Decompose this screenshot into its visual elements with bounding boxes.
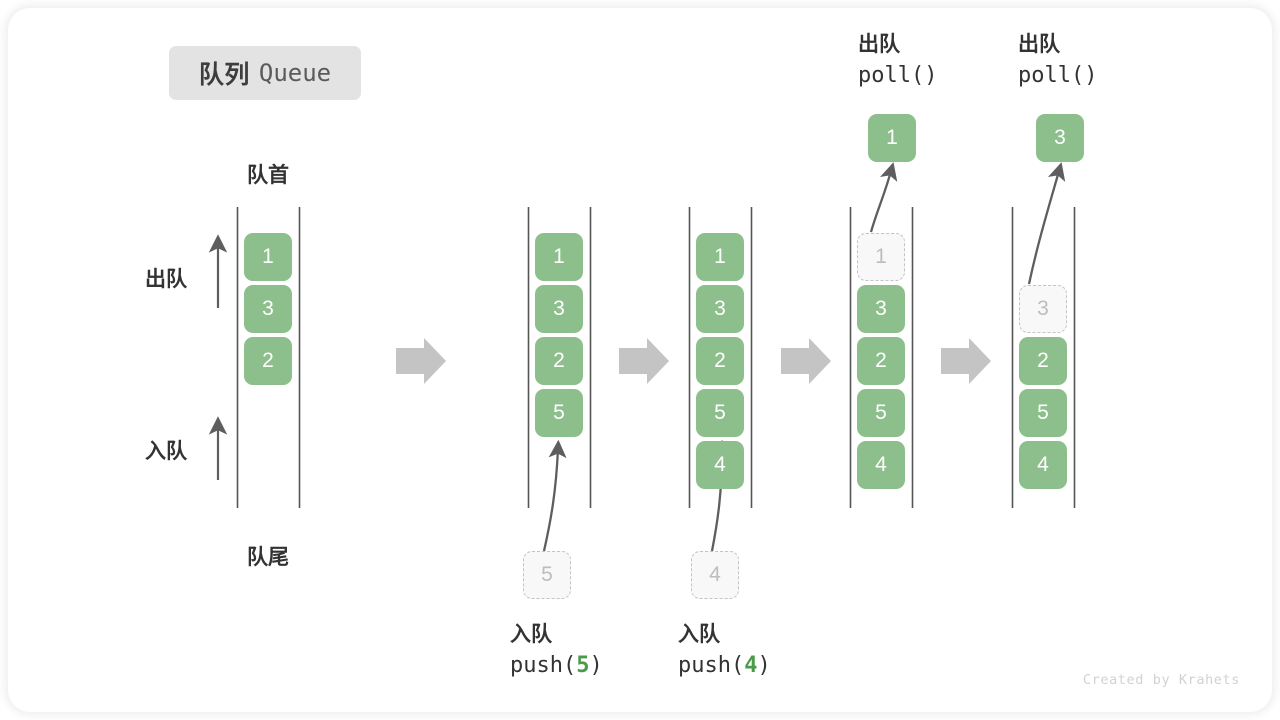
title-en: Queue <box>258 59 332 87</box>
queue-cell: 2 <box>1019 337 1067 385</box>
poll1-zh: 出队 <box>858 33 900 56</box>
incoming-cell-push4: 4 <box>691 551 739 599</box>
queue-cell: 2 <box>244 337 292 385</box>
incoming-cell-push5: 5 <box>523 551 571 599</box>
queue-cell: 2 <box>535 337 583 385</box>
poll-3-arrow <box>1027 162 1066 285</box>
flow-arrow-1 <box>396 338 446 384</box>
push4-code-arg: 4 <box>744 653 758 679</box>
flow-arrows <box>396 338 991 384</box>
push4-zh: 入队 <box>678 623 720 646</box>
queue-cell: 1 <box>696 233 744 281</box>
push4-operation-label: 入队 push(4) <box>678 620 771 682</box>
push4-code-pre: push( <box>678 653 745 679</box>
title-zh: 队列 <box>198 61 250 89</box>
push4-code-post: ) <box>757 653 771 679</box>
queue-cell-removed: 3 <box>1019 285 1067 333</box>
title-badge: 队列 Queue <box>169 46 361 100</box>
outgoing-cell-poll2: 3 <box>1036 114 1084 162</box>
queue-cell: 5 <box>696 389 744 437</box>
dequeue-label: 出队 <box>145 268 187 291</box>
enqueue-label: 入队 <box>145 440 187 463</box>
poll2-code: poll() <box>1018 63 1098 89</box>
poll2-zh: 出队 <box>1018 33 1060 56</box>
queue-cell: 5 <box>1019 389 1067 437</box>
push5-code-post: ) <box>589 653 603 679</box>
outgoing-cell-poll1: 1 <box>868 114 916 162</box>
push4-code: push(4) <box>678 650 771 682</box>
flow-arrow-2 <box>619 338 669 384</box>
queue-cell: 4 <box>857 441 905 489</box>
push-5-arrow <box>542 439 567 552</box>
queue-cell: 4 <box>696 441 744 489</box>
queue-rear-label: 队尾 <box>247 546 289 569</box>
queue-cell: 3 <box>535 285 583 333</box>
poll2-operation-label: 出队 poll() <box>1018 30 1097 92</box>
queue-cell: 5 <box>857 389 905 437</box>
queue-cell: 4 <box>1019 441 1067 489</box>
push5-operation-label: 入队 push(5) <box>510 620 603 682</box>
watermark: Created by Krahets <box>1082 672 1240 688</box>
queue-cell: 3 <box>244 285 292 333</box>
poll1-operation-label: 出队 poll() <box>858 30 937 92</box>
queue-cell: 3 <box>857 285 905 333</box>
queue-front-label: 队首 <box>247 164 289 187</box>
queue-cell: 2 <box>857 337 905 385</box>
push5-code: push(5) <box>510 650 603 682</box>
queue-cell: 5 <box>535 389 583 437</box>
poll1-code: poll() <box>858 63 938 89</box>
push5-code-pre: push( <box>510 653 577 679</box>
queue-cell: 1 <box>535 233 583 281</box>
flow-arrow-4 <box>941 338 991 384</box>
poll-1-arrow <box>869 162 898 233</box>
push5-zh: 入队 <box>510 623 552 646</box>
queue-cell: 1 <box>244 233 292 281</box>
flow-arrow-3 <box>781 338 831 384</box>
queue-cell: 3 <box>696 285 744 333</box>
push5-code-arg: 5 <box>576 653 590 679</box>
queue-cell-removed: 1 <box>857 233 905 281</box>
queue-cell: 2 <box>696 337 744 385</box>
queue-rails <box>236 207 1076 508</box>
